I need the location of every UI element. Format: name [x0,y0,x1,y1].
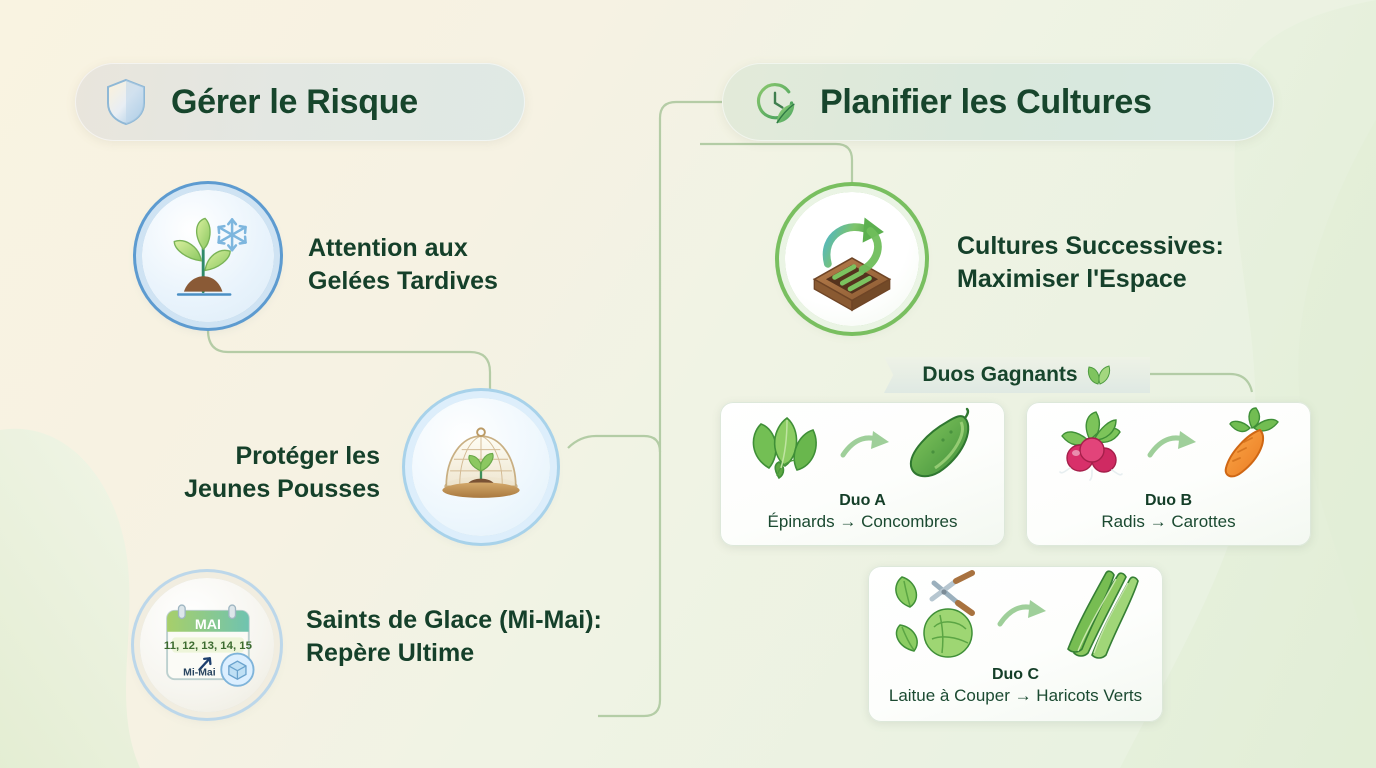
cucumber-icon [909,407,969,478]
duo-card-c[interactable]: Duo C Laitue à Couper → Haricots Verts [868,566,1163,722]
scissors-icon [929,570,975,616]
lettuce-scissors-icon [894,570,975,658]
carrot-icon [1224,407,1279,478]
section-title-planning: Planifier les Cultures [820,82,1152,121]
item-label-protect-seedlings: Protéger les Jeunes Pousses [184,442,380,503]
duo-a-name: Duo A [839,492,886,509]
duo-a-visual [720,402,1005,490]
section-header-risk: Gérer le Risque [75,63,525,141]
leaves-icon [1087,365,1110,385]
duo-card-b[interactable]: Duo B Radis → Carottes [1026,402,1311,546]
icon-raised-bed-rotation [785,192,919,326]
arrow-right-icon [1147,431,1196,458]
duo-c-name: Duo C [991,666,1040,683]
calendar-days-text: 11, 12, 13, 14, 15 [164,640,253,652]
calendar-caption-text: Mi-Mai [183,667,216,678]
arrow-right-icon [997,600,1046,627]
cloche-seedling-icon [442,427,520,498]
item-label-ice-saints: Saints de Glace (Mi-Mai): Repère Ultime [306,606,602,667]
icon-cloche-seedling [412,398,550,536]
green-beans-icon [1066,570,1139,659]
section-header-planning: Planifier les Cultures [722,63,1274,141]
clock-leaf-icon [756,83,795,124]
item-label-late-frost: Attention aux Gelées Tardives [308,234,498,295]
duo-c-visual [868,566,1163,664]
duo-c-pair: Laitue à Couper → Haricots Verts [888,686,1143,705]
section-title-risk: Gérer le Risque [171,82,418,121]
icon-calendar-ice: MAI 11, 12, 13, 14, 15 Mi-Mai [140,578,274,712]
duo-card-a[interactable]: Duo A Épinards → Concombres [720,402,1005,546]
ribbon-duos-gagnants: Duos Gagnants [884,357,1150,393]
icon-seedling-snowflake [142,190,274,322]
raised-bed-rotation-icon [812,217,892,312]
seedling-snowflake-icon [173,217,247,296]
arrow-right-icon [840,431,889,458]
duo-b-visual [1026,402,1311,490]
calendar-ice-icon: MAI 11, 12, 13, 14, 15 Mi-Mai [164,604,255,687]
ribbon-label: Duos Gagnants [922,363,1078,386]
duo-b-pair: Radis → Carottes [1101,512,1236,531]
calendar-month-text: MAI [195,617,221,633]
radish-icon [1058,411,1123,481]
shield-icon [107,78,145,126]
item-label-succession: Cultures Successives: Maximiser l'Espace [957,232,1224,293]
duo-b-name: Duo B [1144,492,1193,509]
duo-a-pair: Épinards → Concombres [767,512,958,531]
spinach-icon [752,416,817,480]
